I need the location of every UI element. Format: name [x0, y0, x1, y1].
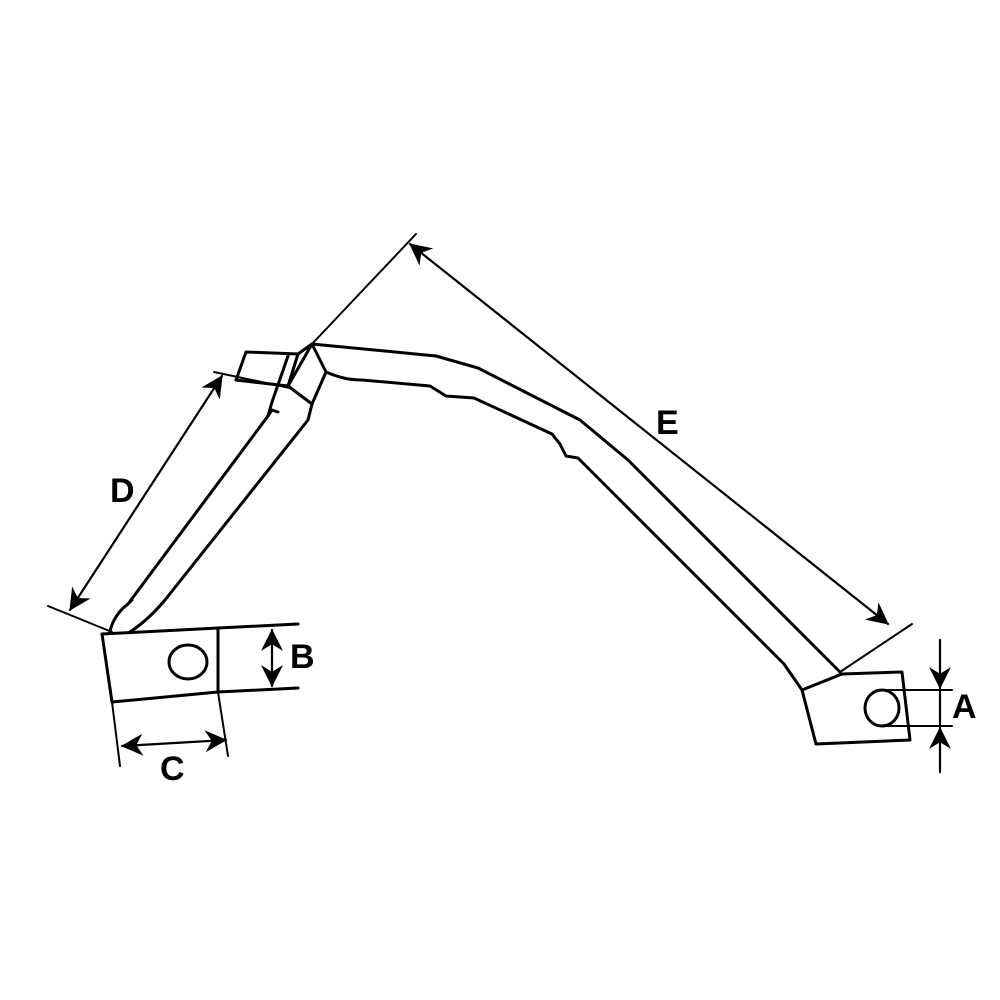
dimension-d: D — [47, 371, 291, 633]
left-arm-inner-edge — [128, 402, 314, 634]
dimension-b: B — [261, 628, 315, 688]
apex-block — [286, 342, 328, 406]
dimension-a-label: A — [952, 688, 977, 726]
dimension-c: C — [111, 691, 229, 788]
dimension-c-label: C — [160, 750, 185, 788]
apex-tab — [234, 350, 300, 388]
left-pad-hole — [167, 643, 209, 681]
dimension-e: E — [311, 233, 913, 673]
left-arm-outer-edge — [108, 354, 290, 634]
main-arm-top-edge — [310, 342, 842, 674]
dimension-b-label: B — [290, 638, 315, 676]
right-foot-pad — [800, 670, 912, 746]
left-foot-pad — [100, 622, 300, 704]
dimension-d-label: D — [110, 472, 135, 510]
dimension-e-label: E — [656, 404, 679, 442]
dimension-a: A — [881, 638, 977, 774]
main-arm-bottom-edge — [324, 370, 804, 692]
right-pad-hole — [863, 688, 901, 728]
